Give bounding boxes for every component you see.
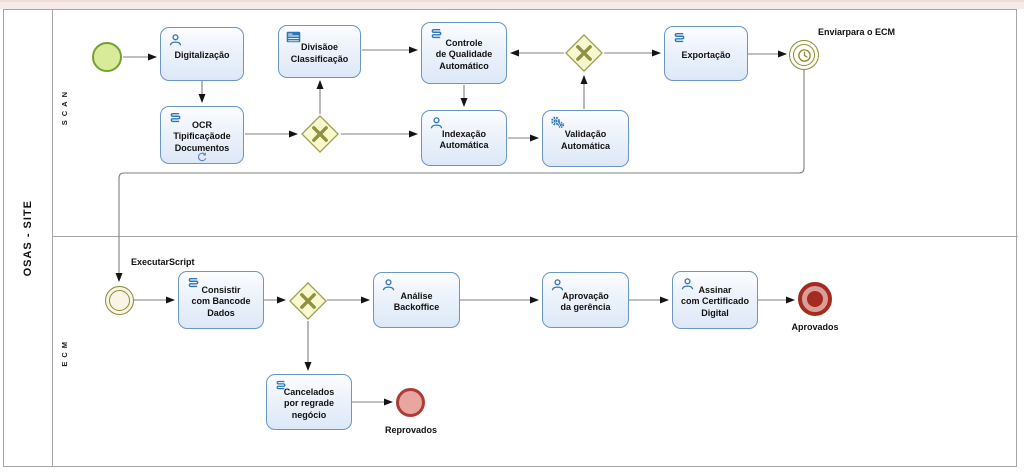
task-validacao-automatica[interactable]: Validação Automática xyxy=(542,110,629,167)
pool-title-column: OSAS - SITE xyxy=(4,10,53,466)
gateway-exclusive-scan-2[interactable] xyxy=(565,34,603,72)
task-label: Assinar com Certificado Digital xyxy=(680,285,749,318)
task-ocr-tipificacao[interactable]: OCR Tipificaçãode Documentos xyxy=(160,106,244,164)
task-aprovacao-gerencia[interactable]: Aprovação da gerência xyxy=(542,272,629,328)
task-label: Cancelados por regrade negócio xyxy=(283,387,335,420)
task-divisao-classificacao[interactable]: Divisãoe Classificação xyxy=(278,25,361,78)
timer-event-enviar-ecm[interactable] xyxy=(789,40,819,70)
top-accent-bar xyxy=(0,0,1024,9)
user-icon xyxy=(381,278,396,291)
gateway-exclusive-ecm-1[interactable] xyxy=(289,282,327,320)
task-label: Digitalização xyxy=(174,50,230,61)
loop-marker-icon xyxy=(197,152,208,163)
start-event-scan[interactable] xyxy=(92,42,122,72)
script-icon xyxy=(274,380,288,391)
event-label-reprovados: Reprovados xyxy=(384,425,438,435)
event-label-aprovados: Aprovados xyxy=(791,322,839,332)
task-label: Análise Backoffice xyxy=(393,290,440,312)
task-label: Consistir com Bancode Dados xyxy=(191,285,251,318)
user-icon xyxy=(429,116,444,129)
script-icon xyxy=(429,28,444,40)
task-label: Indexação Automática xyxy=(439,128,489,150)
task-label: Aprovação da gerência xyxy=(560,290,611,312)
event-inner-ring xyxy=(793,44,815,66)
task-label: Validação Automática xyxy=(560,129,610,151)
pool-osas-site[interactable]: OSAS - SITE xyxy=(3,9,1018,467)
end-event-reprovados[interactable] xyxy=(396,388,425,417)
script-icon xyxy=(186,277,201,289)
event-inner-ring xyxy=(109,290,130,311)
user-icon xyxy=(168,33,183,46)
task-label: Controle de Qualidade Automático xyxy=(435,38,493,71)
script-icon xyxy=(672,32,687,44)
task-exportacao[interactable]: Exportação xyxy=(664,26,748,81)
script-icon xyxy=(168,112,183,124)
task-cancelados-regra[interactable]: Cancelados por regrade negócio xyxy=(266,374,352,430)
table-icon xyxy=(286,31,301,43)
task-analise-backoffice[interactable]: Análise Backoffice xyxy=(373,272,460,328)
start-event-ecm[interactable] xyxy=(105,286,134,315)
task-controle-qualidade[interactable]: Controle de Qualidade Automático xyxy=(421,22,507,84)
task-label: Divisãoe Classificação xyxy=(290,42,349,64)
event-label-enviar-ecm: Enviarpara o ECM xyxy=(818,27,896,37)
task-label: Exportação xyxy=(681,49,731,60)
task-indexacao-automatica[interactable]: Indexação Automática xyxy=(421,110,507,166)
user-icon xyxy=(550,278,565,291)
task-assinar-certificado[interactable]: Assinar com Certificado Digital xyxy=(672,271,758,329)
clock-icon xyxy=(797,48,812,63)
lane-divider xyxy=(53,236,1018,237)
gateway-exclusive-scan-1[interactable] xyxy=(301,115,339,153)
end-event-aprovados[interactable] xyxy=(798,282,832,316)
user-icon xyxy=(680,277,695,290)
terminate-core xyxy=(807,291,823,307)
task-digitalizacao[interactable]: Digitalização xyxy=(160,27,244,81)
task-label: OCR Tipificaçãode Documentos xyxy=(173,120,231,153)
event-label-executar-script: ExecutarScript xyxy=(131,257,195,267)
gears-icon xyxy=(550,116,565,129)
task-consistir-banco[interactable]: Consistir com Bancode Dados xyxy=(178,271,264,329)
